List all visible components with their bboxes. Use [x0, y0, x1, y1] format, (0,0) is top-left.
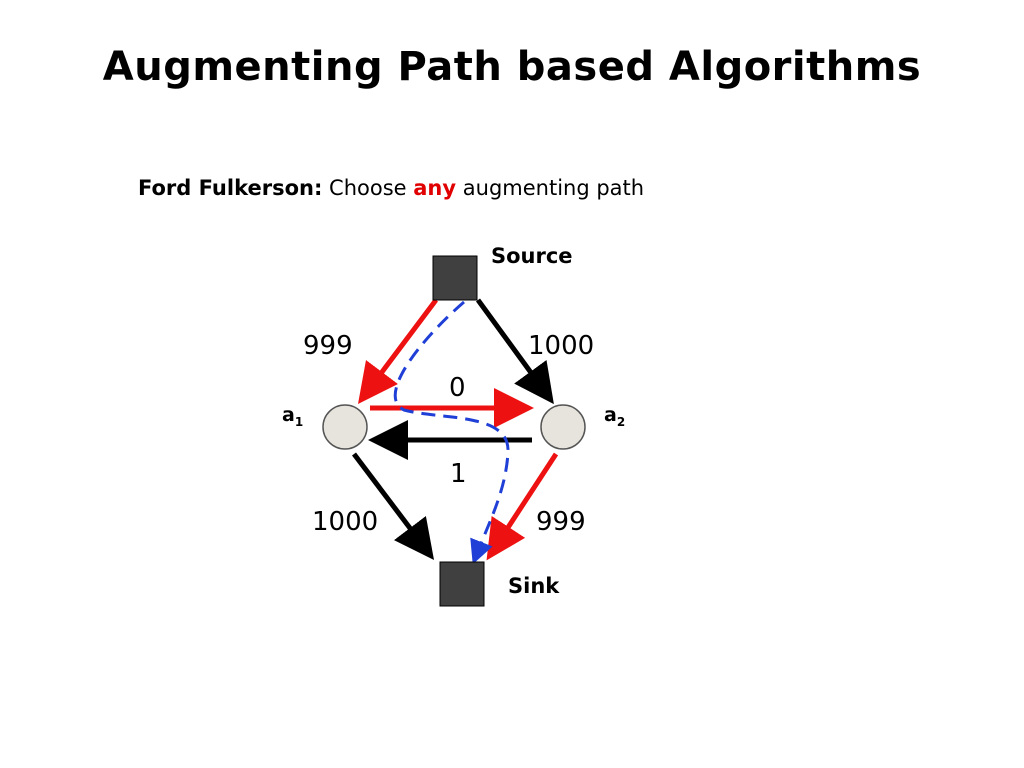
- node-a1: [322, 404, 368, 450]
- subtitle-after: augmenting path: [462, 176, 645, 200]
- capacity-a1-a2: 0: [449, 373, 466, 403]
- edge-source-a1: [358, 298, 438, 404]
- sink-label: Sink: [508, 574, 560, 598]
- a1-label: a1: [282, 404, 303, 429]
- capacity-source-a2: 1000: [528, 331, 594, 361]
- subtitle-emphasis: any: [413, 176, 457, 200]
- a2-letter: a: [604, 404, 617, 426]
- a1-letter: a: [282, 404, 295, 426]
- slide-title: Augmenting Path based Algorithms: [102, 44, 922, 90]
- capacity-a2-a1: 1: [450, 459, 467, 489]
- a1-index: 1: [295, 415, 303, 429]
- slide-subtitle: Ford Fulkerson: Choose any augmenting pa…: [138, 176, 644, 200]
- a2-label: a2: [604, 404, 625, 429]
- source-node: [432, 255, 478, 301]
- capacity-a1-sink: 1000: [312, 507, 378, 537]
- source-label: Source: [491, 244, 573, 268]
- a2-index: 2: [617, 415, 625, 429]
- edge-a1-sink: [352, 452, 435, 560]
- sink-node: [439, 561, 485, 607]
- capacity-a2-sink: 999: [536, 507, 586, 537]
- edge-a2-sink: [486, 452, 559, 561]
- edge-source-a2: [475, 298, 554, 405]
- augmenting-path: [393, 300, 510, 565]
- node-a2: [540, 404, 586, 450]
- subtitle-lead: Ford Fulkerson:: [138, 176, 323, 200]
- capacity-source-a1: 999: [303, 331, 353, 361]
- subtitle-before: Choose: [329, 176, 407, 200]
